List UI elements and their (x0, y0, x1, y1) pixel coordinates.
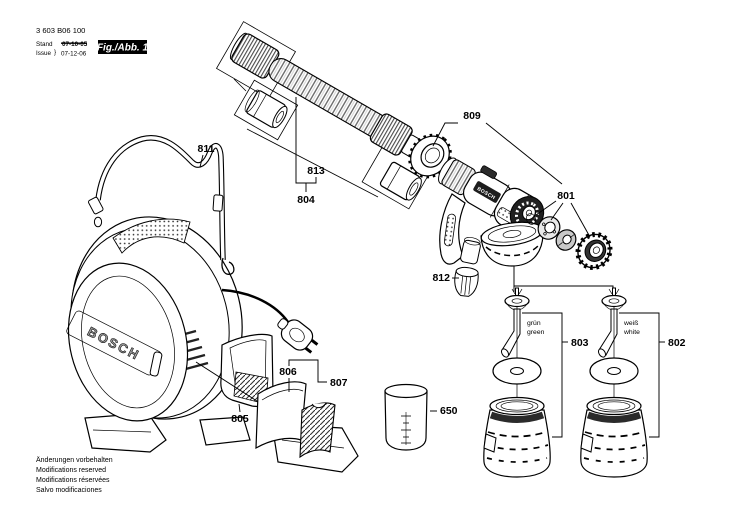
figure-badge: Fig./Abb. 1 (97, 40, 149, 54)
bracket-green (522, 312, 563, 438)
strap-buckle (212, 194, 224, 212)
containers-drawing (483, 266, 665, 478)
note-fr: Modifications réservées (36, 477, 110, 484)
tube-flange-green (504, 294, 530, 308)
green-label-en: green (527, 329, 545, 336)
note-es: Salvo modificaciones (36, 487, 102, 494)
strap-hook (221, 257, 235, 275)
white-label-en: white (623, 329, 640, 336)
o-ring (526, 213, 536, 225)
callout-804: 804 (297, 194, 315, 206)
callout-806: 806 (279, 366, 297, 378)
thread-band-white (586, 411, 642, 423)
container-tab-green (483, 433, 497, 453)
union-nut (575, 231, 613, 271)
color-marks: grün green weiß white (527, 320, 640, 336)
callout-807: 807 (330, 377, 348, 389)
note-de: Änderungen vorbehalten (36, 456, 113, 464)
explode-box-coupling1 (233, 79, 299, 141)
filter-pad (255, 381, 307, 450)
previous-date: 07-10-05 (62, 41, 88, 48)
callout-803: 803 (571, 337, 589, 349)
stand-label: Stand (36, 41, 53, 48)
nozzle-leader-3 (570, 202, 591, 238)
gun-brand-plate (473, 181, 501, 203)
flexible-hose (229, 32, 426, 161)
filter-parts-drawing (255, 359, 336, 459)
needle-disc (555, 229, 577, 251)
coupling-sleeve-1 (244, 89, 288, 129)
measuring-beaker-drawing (384, 383, 437, 451)
callout-labels: 811 813 804 809 801 812 803 802 806 807 … (198, 110, 686, 425)
note-en: Modifications reserved (36, 467, 106, 474)
paint-container-green (483, 396, 551, 478)
callout-805: 805 (231, 413, 249, 425)
nozzle-set-parts (526, 213, 613, 271)
valve-insert-part (454, 266, 479, 297)
strap-leader (199, 154, 204, 168)
grille-notch (311, 402, 327, 409)
container-tab-white (580, 433, 594, 453)
nozzle-plate (537, 216, 561, 240)
carry-handle-grip (112, 218, 191, 254)
box-link-line-2 (246, 128, 379, 198)
beaker-rim (384, 383, 428, 399)
callout-811: 811 (198, 143, 215, 155)
cup-connector (460, 237, 481, 265)
tube-pin-white (612, 287, 616, 297)
figure-badge-label: Fig./Abb. 1 (97, 43, 149, 54)
gun-leader-right (485, 122, 563, 185)
issue-label: Issue (36, 50, 52, 57)
beaker-scale (401, 412, 411, 445)
issue-date: 07-12-06 (61, 51, 87, 58)
filter-cover-grille (299, 402, 336, 459)
strap-end-clip (88, 196, 104, 215)
middle-foot (199, 416, 251, 446)
holder-leader (238, 403, 241, 413)
hose-assembly-drawing (215, 21, 437, 210)
gun-leader-left (432, 122, 458, 147)
nozzle-leader-1 (535, 200, 557, 216)
coupling-sleeve-2 (379, 161, 422, 201)
callout-801: 801 (557, 190, 575, 202)
strap-fill (96, 136, 225, 261)
gun-trigger (443, 213, 457, 247)
type-number: 3 603 B06 100 (36, 26, 85, 35)
thread-band-green (489, 411, 545, 423)
disc-slot (149, 351, 163, 377)
green-label-de: grün (527, 320, 541, 327)
mains-plug (277, 318, 319, 354)
container-assembly-green (483, 287, 551, 478)
callout-812: 812 (432, 272, 450, 284)
strap-hook-ring (93, 216, 103, 228)
paint-container-white (580, 396, 648, 478)
base-unit-drawing: BOSCH (66, 216, 359, 473)
spray-gun-drawing: BOSCH (408, 122, 613, 297)
tube-pin-green (515, 287, 519, 297)
callout-802: 802 (668, 337, 686, 349)
gun-switch (480, 165, 498, 179)
container-assembly-white (580, 287, 648, 478)
power-cord (221, 288, 289, 323)
filter-bracket (288, 359, 327, 383)
callout-650: 650 (440, 405, 458, 417)
tube-flange-white (601, 294, 627, 308)
shoulder-strap-drawing (88, 134, 235, 275)
front-disc-inner-line (81, 275, 175, 409)
title-block: 3 603 B06 100 Stand Issue } 07-10-05 07-… (36, 26, 148, 58)
nozzle-leader-2 (550, 202, 564, 221)
callout-813: 813 (307, 165, 325, 177)
brace-glyph: } (54, 49, 56, 56)
callout-809: 809 (463, 110, 481, 122)
bracket-white (619, 312, 660, 438)
revision-notes: Änderungen vorbehalten Modifications res… (36, 456, 113, 494)
front-disc (67, 262, 189, 422)
white-label-de: weiß (623, 320, 638, 327)
box-link-line-1 (233, 78, 247, 92)
